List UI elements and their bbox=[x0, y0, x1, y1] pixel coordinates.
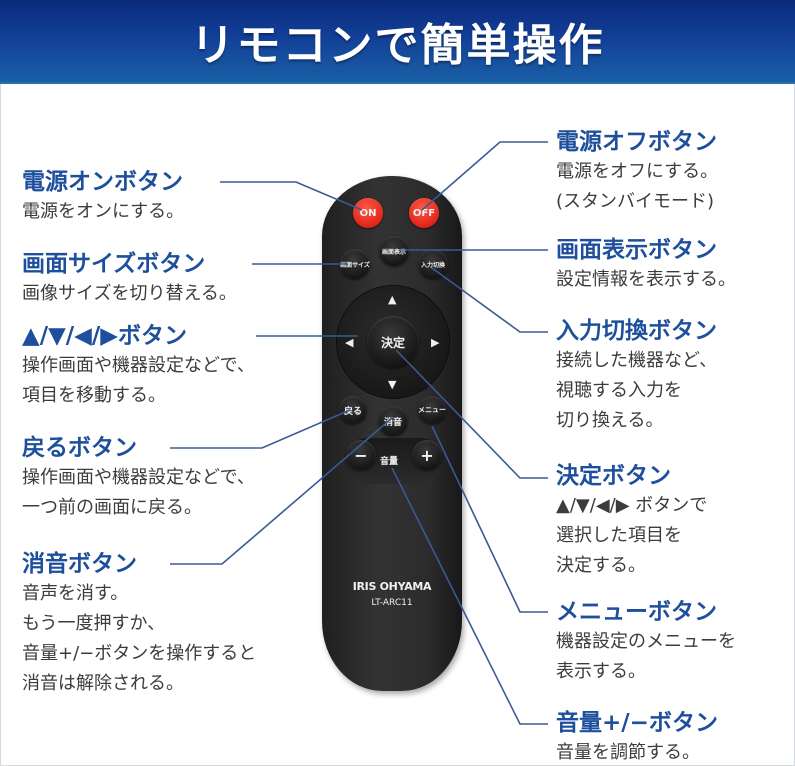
callout-enter: 決定ボタン ▲/▼/◀/▶ ボタンで 選択した項目を 決定する。 bbox=[556, 461, 707, 581]
remote-control: ON OFF 画面サイズ 画面表示 入力切換 ▲ ▼ ◀ ▶ 決定 戻る 消音 … bbox=[322, 176, 462, 691]
back-button[interactable]: 戻る bbox=[339, 396, 367, 424]
callout-title: 電源オフボタン bbox=[556, 129, 717, 155]
callout-desc: 項目を移動する。 bbox=[22, 385, 166, 406]
callout-title: 決定ボタン bbox=[556, 463, 671, 489]
callout-power-on: 電源オンボタン 電源をオンにする。 bbox=[22, 167, 184, 227]
volume-label: 音量 bbox=[380, 457, 399, 467]
callout-desc: 選択した項目を bbox=[556, 525, 682, 546]
callout-title: 画面表示ボタン bbox=[556, 237, 717, 263]
callout-desc: 表示する。 bbox=[556, 661, 646, 682]
screen-size-button[interactable]: 画面サイズ bbox=[340, 249, 370, 279]
model-number: LT-ARC11 bbox=[371, 598, 413, 608]
callout-desc: (スタンバイモード) bbox=[556, 191, 715, 212]
header-banner: リモコンで簡単操作 bbox=[0, 0, 795, 82]
callout-power-off: 電源オフボタン 電源をオフにする。 (スタンバイモード) bbox=[556, 127, 718, 217]
volume-up-button[interactable]: + bbox=[412, 440, 442, 470]
enter-button[interactable]: 決定 bbox=[367, 316, 419, 368]
callout-desc: 視聴する入力を bbox=[556, 380, 682, 401]
callout-desc: 音量+/−ボタンを操作すると bbox=[22, 643, 257, 664]
callout-desc: 消音は解除される。 bbox=[22, 673, 184, 694]
up-arrow-button[interactable]: ▲ bbox=[388, 293, 397, 306]
input-switch-button[interactable]: 入力切換 bbox=[418, 249, 448, 279]
callout-desc: 電源をオンにする。 bbox=[22, 201, 185, 222]
callout-desc: 一つ前の画面に戻る。 bbox=[22, 497, 202, 518]
right-arrow-button[interactable]: ▶ bbox=[431, 336, 440, 349]
header-divider bbox=[0, 82, 795, 84]
callout-desc: 音量を調節する。 bbox=[556, 742, 700, 763]
callout-title: 消音ボタン bbox=[22, 551, 137, 577]
callout-input-switch: 入力切換ボタン 接続した機器など、 視聴する入力を 切り換える。 bbox=[556, 316, 717, 436]
volume-down-button[interactable]: − bbox=[346, 440, 376, 470]
callout-desc: ▲/▼/◀/▶ ボタンで bbox=[556, 495, 708, 516]
callout-desc: 接続した機器など、 bbox=[556, 350, 718, 371]
menu-button[interactable]: メニュー bbox=[418, 396, 446, 424]
callout-desc: 操作画面や機器設定などで、 bbox=[22, 467, 255, 488]
callout-desc: 機器設定のメニューを bbox=[556, 631, 736, 652]
callout-title: 電源オンボタン bbox=[22, 169, 183, 195]
brand-logo: IRIS OHYAMA bbox=[352, 580, 432, 593]
callout-desc: 画像サイズを切り替える。 bbox=[22, 283, 237, 304]
callout-display: 画面表示ボタン 設定情報を表示する。 bbox=[556, 235, 736, 295]
callout-title: ▲/▼/◀/▶ボタン bbox=[22, 323, 187, 349]
callout-mute: 消音ボタン 音声を消す。 もう一度押すか、 音量+/−ボタンを操作すると 消音は… bbox=[22, 549, 256, 699]
callout-title: 入力切換ボタン bbox=[556, 318, 717, 344]
callout-desc: 電源をオフにする。 bbox=[556, 161, 719, 182]
callout-menu: メニューボタン 機器設定のメニューを 表示する。 bbox=[556, 597, 736, 687]
callout-title: 画面サイズボタン bbox=[22, 251, 206, 277]
callout-desc: 音声を消す。 bbox=[22, 583, 129, 604]
mute-button[interactable]: 消音 bbox=[378, 406, 408, 436]
callout-desc: もう一度押すか、 bbox=[22, 613, 166, 634]
callout-title: 音量+/−ボタン bbox=[556, 710, 718, 736]
callout-back: 戻るボタン 操作画面や機器設定などで、 一つ前の画面に戻る。 bbox=[22, 433, 255, 523]
callout-desc: 決定する。 bbox=[556, 555, 646, 576]
down-arrow-button[interactable]: ▼ bbox=[388, 378, 397, 391]
callout-arrow-keys: ▲/▼/◀/▶ボタン 操作画面や機器設定などで、 項目を移動する。 bbox=[22, 321, 255, 411]
callout-title: 戻るボタン bbox=[22, 435, 137, 461]
callout-desc: 切り換える。 bbox=[556, 410, 664, 431]
power-on-button[interactable]: ON bbox=[353, 198, 383, 228]
callout-screen-size: 画面サイズボタン 画像サイズを切り替える。 bbox=[22, 249, 237, 309]
display-button[interactable]: 画面表示 bbox=[379, 236, 409, 266]
callout-volume: 音量+/−ボタン 音量を調節する。 bbox=[556, 708, 718, 766]
callout-desc: 操作画面や機器設定などで、 bbox=[22, 355, 255, 376]
left-arrow-button[interactable]: ◀ bbox=[345, 336, 354, 349]
page-title: リモコンで簡単操作 bbox=[190, 20, 605, 71]
callout-desc: 設定情報を表示する。 bbox=[556, 269, 736, 290]
power-off-button[interactable]: OFF bbox=[409, 198, 439, 228]
callout-title: メニューボタン bbox=[556, 599, 717, 625]
